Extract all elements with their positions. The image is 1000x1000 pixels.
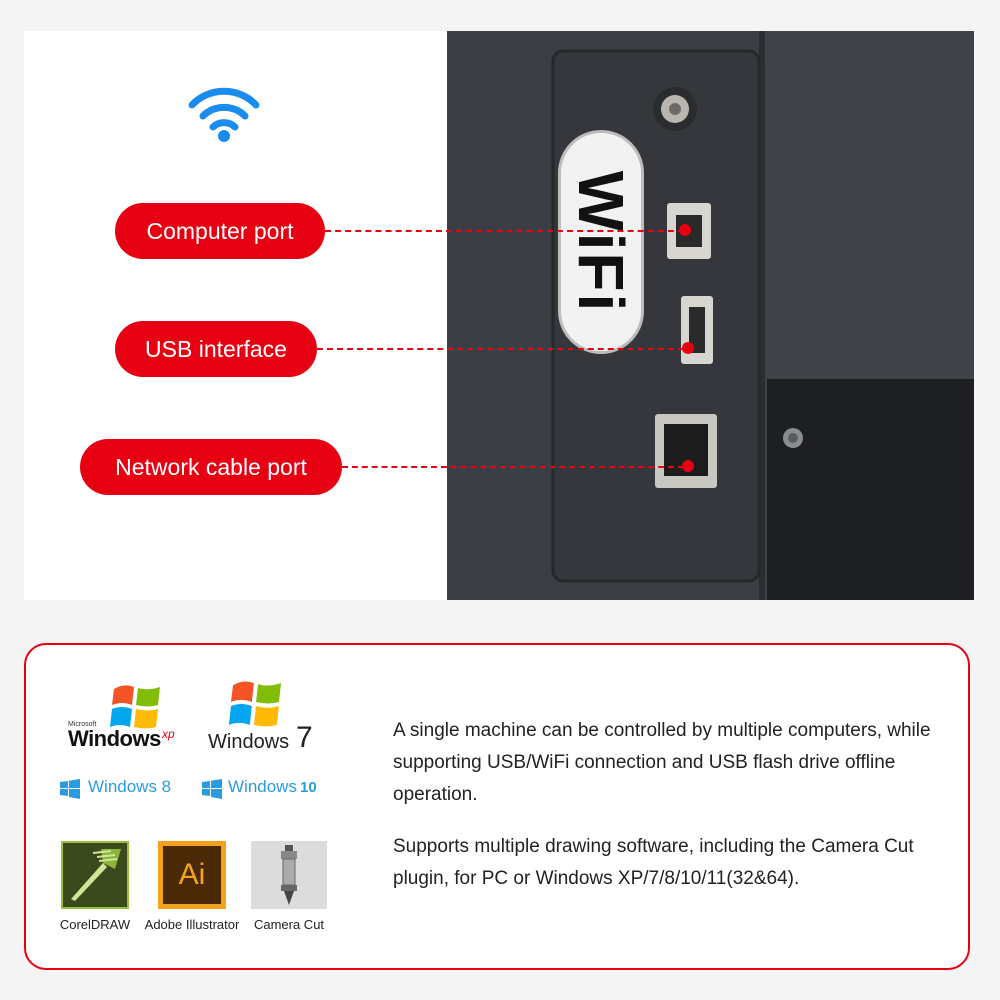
description-paragraph-2: Supports multiple drawing software, incl… (393, 831, 965, 895)
illustrator-label: Adobe Illustrator (144, 917, 240, 932)
windows-tile-icon (60, 779, 80, 799)
machine-port-panel (447, 31, 974, 600)
windows-8-logo: Windows 8 (60, 777, 190, 801)
wifi-icon (188, 87, 260, 142)
camera-cut-icon (251, 841, 327, 909)
computer-port-label: Computer port (146, 217, 294, 244)
compatibility-info-box: Microsoft Windows xp Windows 7 Windows 8… (24, 643, 970, 970)
windows-7-suffix: 7 (296, 721, 313, 754)
windows-xp-brand: Microsoft (68, 721, 97, 728)
windows-xp-name: Windows (68, 726, 161, 751)
network-cable-leader (342, 466, 684, 468)
windows-xp-suffix: xp (162, 727, 175, 741)
product-photo-panel: WiFi Computer port USB interface Network… (24, 31, 974, 600)
windows-flag-icon (110, 685, 160, 729)
wifi-badge-text: WiFi (565, 170, 637, 314)
windows-7-name: Windows (208, 731, 290, 753)
windows-10-name: Windows (228, 777, 297, 796)
windows-xp-logo: Microsoft Windows xp (68, 683, 188, 753)
description-line: plugin, for PC or Windows XP/7/8/10/11(3… (393, 868, 800, 889)
usb-interface-leader (317, 348, 684, 350)
windows-flag-icon (228, 681, 282, 727)
camera-cut-label: Camera Cut (253, 917, 325, 932)
windows-10-logo: Windows 10 (202, 777, 332, 801)
description-line: Supports multiple drawing software, incl… (393, 836, 914, 857)
description-paragraph-1: A single machine can be controlled by mu… (393, 715, 965, 811)
windows-tile-icon (202, 779, 222, 799)
illustrator-icon-text: Ai (178, 858, 206, 891)
network-cable-dot (682, 460, 694, 472)
computer-port-leader (325, 230, 684, 232)
illustrator-icon: Ai (158, 841, 226, 909)
usb-interface-dot (682, 342, 694, 354)
description-line: A single machine can be controlled by mu… (393, 720, 931, 741)
usb-interface-label: USB interface (145, 335, 287, 362)
computer-port-dot (679, 224, 691, 236)
coreldraw-label: CorelDRAW (59, 917, 131, 932)
windows-10-suffix: 10 (300, 779, 317, 796)
windows-7-logo: Windows 7 (208, 679, 328, 754)
computer-port-callout: Computer port (115, 203, 325, 259)
wifi-badge: WiFi (558, 130, 644, 354)
windows-8-name: Windows 8 (88, 777, 172, 796)
network-cable-callout: Network cable port (80, 439, 342, 495)
description-line: supporting USB/WiFi connection and USB f… (393, 752, 896, 773)
coreldraw-icon (61, 841, 129, 909)
usb-interface-callout: USB interface (115, 321, 317, 377)
description-line: operation. (393, 784, 478, 805)
network-cable-label: Network cable port (115, 453, 307, 480)
